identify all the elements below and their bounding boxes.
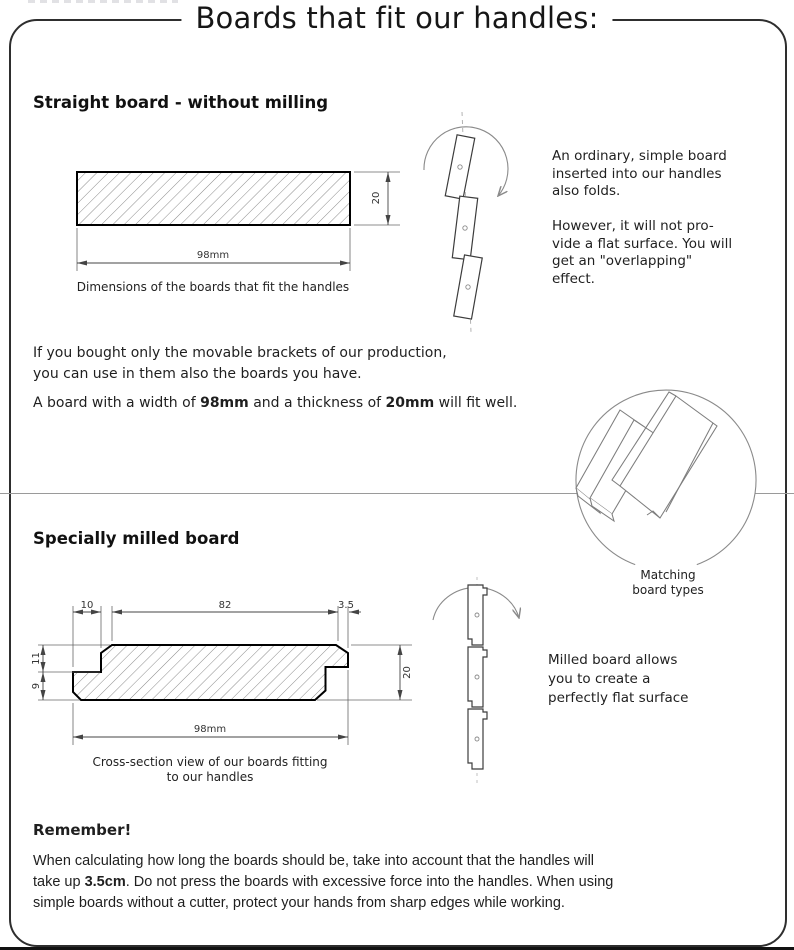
note-milled-board: Milled board allows you to create a perf…: [548, 652, 689, 706]
board-thickness-bold: 20mm: [385, 395, 435, 411]
para-movable-brackets: If you bought only the movable brackets …: [33, 345, 447, 382]
para-board-size-text3: will fit well.: [434, 395, 518, 411]
dim-98mm-label: 98mm: [194, 724, 226, 735]
note-overlapping-effect: However, it will not pro- vide a flat su…: [552, 218, 733, 287]
remember-text: When calculating how long the boards sho…: [33, 853, 595, 890]
folding-boards-sketch: [423, 111, 509, 333]
page-title: Boards that fit our handles:: [181, 1, 613, 35]
para-board-size-text: A board with a width of: [33, 395, 201, 411]
dim-3-5-label: 3.5: [338, 600, 354, 611]
board-pivot-dots: [457, 164, 471, 290]
dim-9-label: 9: [31, 683, 42, 689]
remember-text2: . Do not press the boards with excessive…: [33, 874, 614, 911]
cropped-text-fragment: [28, 0, 178, 3]
milled-boards-flat: [467, 584, 488, 770]
note-ordinary-board: An ordinary, simple board inserted into …: [552, 148, 727, 199]
dim-11-label: 11: [31, 652, 42, 665]
section2-heading: Specially milled board: [33, 529, 240, 548]
straight-board-caption: Dimensions of the boards that fit the ha…: [76, 280, 350, 294]
milled-board-caption: Cross-section view of our boards fitting…: [92, 755, 328, 784]
dim-10-label: 10: [81, 600, 94, 611]
board-cross-section: [76, 171, 351, 226]
page-bottom-edge: [0, 947, 794, 950]
para-board-size-text2: and a thickness of: [248, 395, 386, 411]
dim-thickness-label: 20: [371, 192, 382, 205]
board-sketches: [575, 391, 718, 523]
matching-board-types-label: Matching board types: [632, 568, 704, 597]
board-pivot-dots: [474, 612, 480, 742]
tilted-boards: [444, 134, 483, 320]
remember-body: When calculating how long the boards sho…: [33, 851, 763, 914]
milled-board-cross-section: [72, 644, 349, 701]
dim-width-label: 98mm: [197, 250, 229, 261]
milled-board-diagram: 10 82 3.5 11 9 20 98mm: [31, 600, 413, 745]
dim-20-label: 20: [402, 666, 413, 679]
board-width-bold: 98mm: [200, 395, 249, 411]
para-board-size: A board with a width of 98mm and a thick…: [33, 393, 673, 414]
section-divider-line: [0, 493, 794, 494]
remember-heading: Remember!: [33, 821, 132, 839]
matching-board-types-vignette: [575, 389, 757, 570]
straight-board-diagram: 20 98mm: [76, 171, 400, 271]
vignette-circle: [575, 389, 757, 566]
rotation-arrow: [423, 126, 509, 196]
milled-stack-sketch: [432, 577, 555, 785]
handle-size-bold: 3.5cm: [84, 874, 126, 890]
section1-heading: Straight board - without milling: [33, 93, 329, 112]
dim-82-label: 82: [219, 600, 232, 611]
